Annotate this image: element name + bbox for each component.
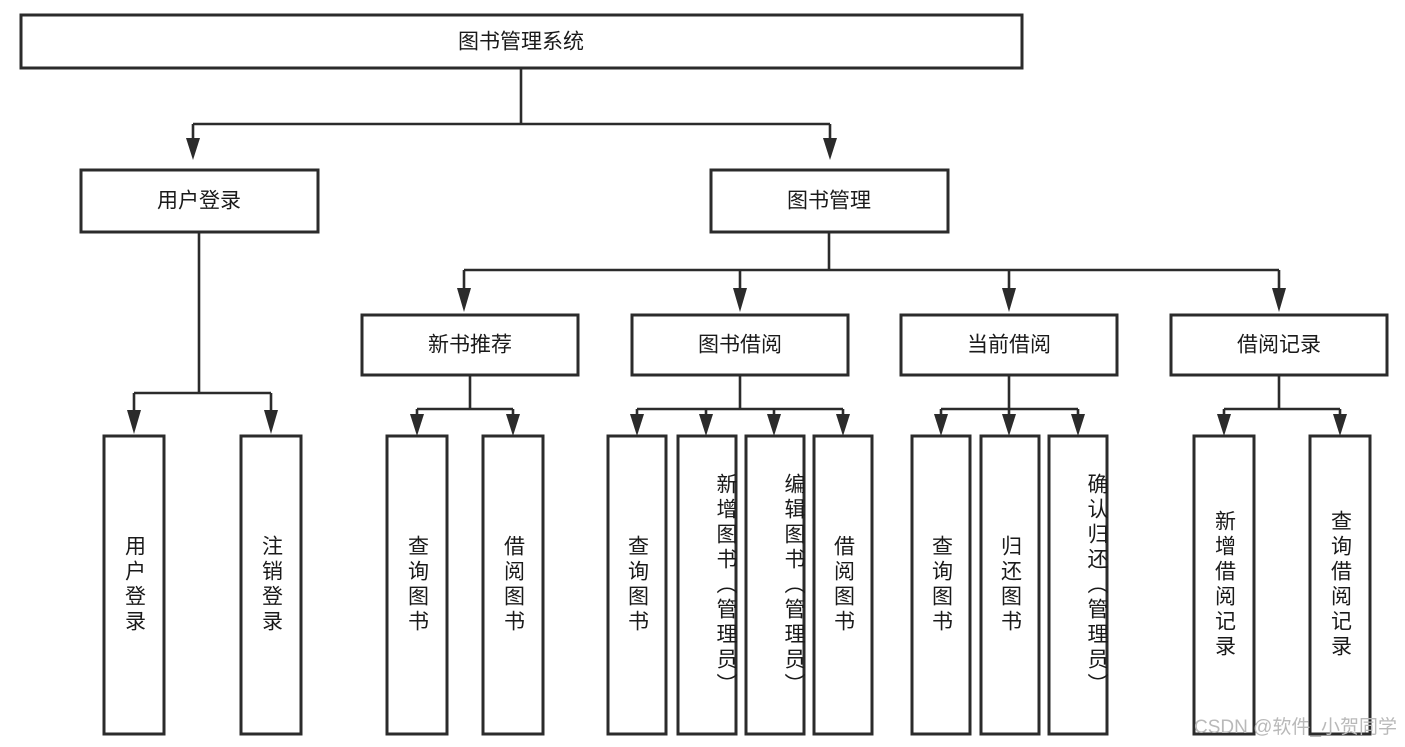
arrow-head-current-borrow-c0 [934, 414, 948, 436]
arrow-head-to-book-mgmt [823, 138, 837, 160]
node-book-borrow-label: 图书借阅 [698, 334, 782, 357]
leaf-box-user-login-1[interactable] [239, 434, 303, 736]
node-new-book-recommend-label: 新书推荐 [428, 334, 512, 357]
leaf-box-book-borrow-1[interactable] [676, 434, 738, 736]
arrow-head-to-current-borrow [1002, 288, 1016, 312]
leaf-box-new-book-0[interactable] [385, 434, 449, 736]
arrow-head-current-borrow-c1 [1002, 414, 1016, 436]
arrow-head-borrow-records-c0 [1217, 414, 1231, 436]
arrow-head-book-borrow-c3 [836, 414, 850, 436]
node-root[interactable] [19, 13, 1024, 70]
leaf-box-current-borrow-0[interactable] [910, 434, 972, 736]
arrow-head-to-book-borrow [733, 288, 747, 312]
arrow-head-to-user-login [186, 138, 200, 160]
node-borrow-records-label: 借阅记录 [1237, 334, 1321, 357]
arrow-head-borrow-records-c1 [1333, 414, 1347, 436]
leaf-box-book-borrow-2[interactable] [744, 434, 806, 736]
node-current-borrow[interactable] [899, 313, 1119, 377]
leaf-box-user-login-0[interactable] [102, 434, 166, 736]
node-book-management-label: 图书管理 [787, 190, 871, 213]
arrow-head-new-book-c1 [506, 414, 520, 436]
node-book-borrow[interactable] [630, 313, 850, 377]
leaf-box-current-borrow-1[interactable] [979, 434, 1041, 736]
leaf-box-borrow-records-1[interactable] [1308, 434, 1372, 736]
arrow-head-book-borrow-c1 [699, 414, 713, 436]
arrow-head-book-borrow-c0 [630, 414, 644, 436]
node-new-book-recommend[interactable] [360, 313, 580, 377]
arrow-head-current-borrow-c2 [1071, 414, 1085, 436]
arrow-head-to-new-book [457, 288, 471, 312]
node-user-login-label: 用户登录 [157, 190, 241, 213]
leaf-box-current-borrow-2[interactable] [1047, 434, 1109, 736]
arrow-head-new-book-c0 [410, 414, 424, 436]
arrow-head-user-login-left [127, 410, 141, 434]
leaf-box-new-book-1[interactable] [481, 434, 545, 736]
node-current-borrow-label: 当前借阅 [967, 334, 1051, 357]
node-root-label: 图书管理系统 [458, 31, 584, 54]
leaf-box-borrow-records-0[interactable] [1192, 434, 1256, 736]
leaf-box-book-borrow-3[interactable] [812, 434, 874, 736]
arrow-head-book-borrow-c2 [767, 414, 781, 436]
arrow-head-to-borrow-records [1272, 288, 1286, 312]
node-borrow-records[interactable] [1169, 313, 1389, 377]
node-book-management[interactable] [709, 168, 950, 234]
arrow-head-user-login-right [264, 410, 278, 434]
leaf-box-book-borrow-0[interactable] [606, 434, 668, 736]
csdn-watermark: CSDN @软件_小贺同学 [1194, 717, 1397, 738]
